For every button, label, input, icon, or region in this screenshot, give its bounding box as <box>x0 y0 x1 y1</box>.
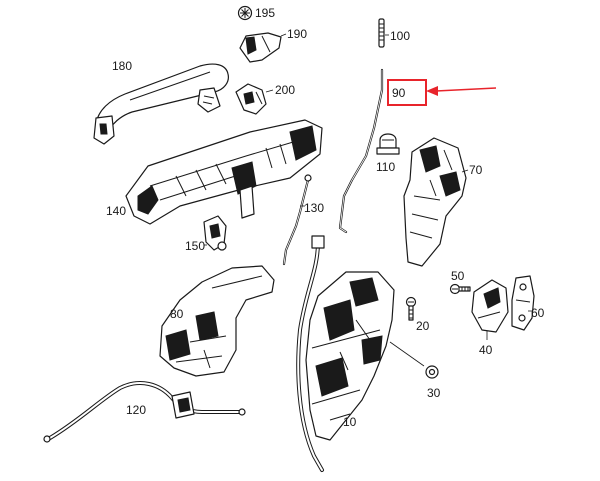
part-50-screw: 50 <box>449 269 471 295</box>
highlight-box-90 <box>387 79 427 106</box>
part-150-connector: 150 <box>185 215 227 253</box>
part-130-rod: 130 <box>282 174 324 266</box>
callout-50: 50 <box>451 269 465 283</box>
part-190-cover-cap: 190 <box>239 27 307 63</box>
callout-100: 100 <box>390 29 410 43</box>
part-110-bushing: 110 <box>376 133 400 174</box>
callout-30: 30 <box>427 386 441 400</box>
callout-90: 90 <box>392 86 406 100</box>
part-180-outer-handle: 180 <box>93 59 229 145</box>
part-140-handle-carrier: 140 <box>106 119 323 225</box>
callout-180: 180 <box>112 59 132 73</box>
part-70-lock-housing: 70 <box>403 137 483 267</box>
callout-200: 200 <box>275 83 295 97</box>
part-200-bracket: 200 <box>235 83 295 115</box>
part-40-striker: 40 <box>471 279 509 357</box>
callout-60: 60 <box>531 306 545 320</box>
part-90-locking-rod: 90 <box>338 68 497 234</box>
part-30-clip: 30 <box>425 365 441 400</box>
callout-140: 140 <box>106 204 126 218</box>
part-20-screw: 20 <box>405 296 430 333</box>
part-120-cable: 120 <box>43 381 246 443</box>
connecting-cable <box>296 235 325 472</box>
part-100-pin: 100 <box>378 18 410 48</box>
callout-80: 80 <box>170 307 184 321</box>
callout-70: 70 <box>469 163 483 177</box>
highlight-arrow-head <box>426 86 438 96</box>
callout-150: 150 <box>185 239 205 253</box>
callout-110: 110 <box>376 160 395 174</box>
callout-195: 195 <box>255 6 275 20</box>
callout-120: 120 <box>126 403 146 417</box>
part-80-carrier: 80 <box>159 265 275 377</box>
callout-20: 20 <box>416 319 430 333</box>
callout-10: 10 <box>343 415 357 429</box>
part-10-door-latch: 10 <box>305 271 425 441</box>
part-195-clip: 195 <box>237 5 275 21</box>
highlight-arrow-line <box>435 87 497 92</box>
callout-40: 40 <box>479 343 493 357</box>
callout-130: 130 <box>304 201 324 215</box>
part-60-cover-plate: 60 <box>511 275 545 331</box>
callout-190: 190 <box>287 27 307 41</box>
